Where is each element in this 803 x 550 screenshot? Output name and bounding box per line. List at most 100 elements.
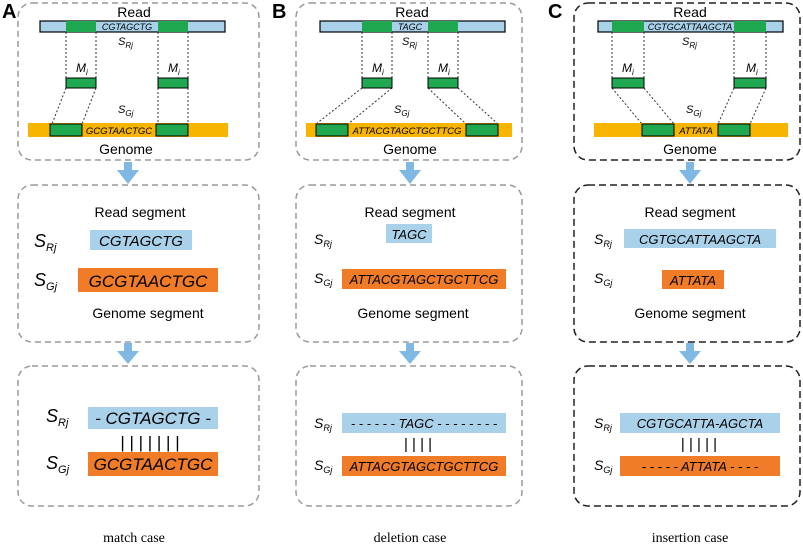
panel-b-middle-box	[295, 184, 523, 343]
panel-c-top-box	[573, 2, 801, 161]
aligned-genome-box	[342, 456, 506, 476]
genome-label: Genome	[99, 141, 153, 157]
genome-segment-label: Genome segment	[92, 305, 203, 321]
genome-segment-label: Genome segment	[357, 305, 468, 321]
m-label-right: Mi	[438, 61, 450, 77]
read-label: Read	[395, 4, 428, 20]
anchor-mi-left	[361, 77, 393, 89]
caption-deletion: deletion case	[374, 531, 447, 546]
down-arrow-1	[399, 162, 421, 184]
caption-insertion: insertion case	[652, 531, 729, 546]
panel-letter-b: B	[272, 1, 286, 23]
s-rj-symbol: SRj	[402, 36, 417, 50]
m-label-right: Mi	[168, 61, 180, 77]
caption-match: match case	[103, 531, 165, 546]
genome-segment-box	[662, 270, 724, 289]
down-arrow-1	[117, 162, 139, 184]
anchor-mi-left	[611, 77, 645, 89]
genome-segment-seq: ATTATA	[669, 273, 716, 288]
read-bar	[39, 20, 226, 33]
anchor-mi-right	[733, 77, 767, 89]
read-segment-seq: CGTAGCTG	[99, 233, 183, 250]
alignment-bars: | | | | |	[681, 436, 717, 453]
read-segment-seq: CGTGCATTAAGCTA	[639, 232, 761, 247]
panel-b-bottom-box	[295, 365, 523, 507]
genome-anchor-left	[49, 123, 83, 137]
read-seq: CGTGCATTAAGCTA	[648, 22, 733, 32]
m-label-left: Mi	[372, 61, 384, 77]
read-segment-seq: TAGC	[391, 227, 427, 242]
read-segment-box	[624, 229, 776, 248]
aligned-genome-seq: ATTACGTAGCTGCTTCG	[349, 459, 499, 474]
s-gj-symbol: SGj	[394, 104, 410, 118]
read-anchor-left	[362, 21, 392, 32]
s-gj-bottom: SGj	[46, 453, 70, 476]
anchor-mi-right	[427, 77, 459, 89]
s-gj-symbol: SGj	[686, 104, 702, 118]
read-segment-label: Read segment	[94, 204, 185, 220]
m-label-right: Mi	[746, 61, 758, 77]
read-label: Read	[117, 4, 150, 20]
m-label-left: Mi	[622, 61, 634, 77]
panel-c-bottom-box	[573, 365, 801, 507]
genome-segment-seq: GCGTAACTGC	[89, 272, 208, 291]
m-label-left: Mi	[76, 61, 88, 77]
s-gj-middle: SGj	[594, 270, 613, 288]
genome-seq: ATTACGTAGCTGCTTCG	[352, 126, 462, 137]
panel-a: A Read CGTAGCTG SRj Mi Mi SGj GCGTAACTGC…	[2, 1, 260, 546]
anchor-mi-left	[65, 77, 97, 89]
s-gj-bottom: SGj	[594, 457, 613, 475]
panel-b-top-box	[295, 2, 523, 161]
s-rj-symbol: SRj	[682, 36, 697, 50]
panel-b: B Read TAGC SRj Mi Mi SGj ATTACGTAGCTGCT…	[272, 1, 523, 546]
down-arrow-1	[679, 162, 701, 184]
s-gj-symbol: SGj	[118, 104, 134, 118]
panel-a-bottom-box	[17, 365, 260, 507]
down-arrow-2	[679, 343, 701, 364]
down-arrow-2	[399, 343, 421, 364]
read-segment-box	[90, 230, 192, 250]
read-anchor-right	[428, 21, 458, 32]
read-anchor-right	[158, 21, 188, 32]
read-segment-label: Read segment	[364, 204, 455, 220]
s-rj-symbol: SRj	[118, 36, 133, 50]
genome-bar	[306, 123, 512, 137]
panel-a-top-box	[17, 2, 260, 161]
panel-c-middle-box	[573, 184, 801, 343]
s-gj-middle: SGj	[314, 270, 333, 288]
read-anchor-left	[612, 21, 644, 32]
connector-lines	[51, 32, 189, 125]
aligned-read-seq: - CGTAGCTG -	[95, 409, 211, 428]
s-rj-bottom: SRj	[46, 406, 69, 429]
genome-segment-box	[78, 268, 218, 292]
s-rj-bottom: SRj	[314, 415, 333, 433]
s-gj-bottom: SGj	[314, 457, 333, 475]
aligned-read-box	[88, 407, 218, 429]
read-anchor-right	[734, 21, 766, 32]
s-rj-middle: SRj	[314, 231, 333, 249]
read-bar	[319, 20, 506, 33]
s-rj-middle: SRj	[34, 231, 57, 254]
genome-label: Genome	[663, 141, 717, 157]
read-label: Read	[673, 4, 706, 20]
aligned-genome-seq: GCGTAACTGC	[94, 455, 213, 474]
read-segment-box	[386, 224, 432, 243]
aligned-genome-box	[620, 456, 780, 476]
read-seq: CGTAGCTG	[102, 22, 152, 32]
read-anchor-left	[66, 21, 96, 32]
alignment-bars: | | | | | | |	[120, 433, 179, 452]
genome-segment-label: Genome segment	[634, 305, 745, 321]
s-rj-bottom: SRj	[594, 415, 613, 433]
read-bar	[597, 20, 784, 33]
panel-letter-c: C	[548, 1, 562, 23]
aligned-read-seq: - - - - - - TAGC - - - - - - - -	[351, 416, 498, 431]
genome-segment-seq: ATTACGTAGCTGCTTCG	[349, 272, 499, 287]
down-arrow-2	[117, 343, 139, 364]
genome-label: Genome	[383, 141, 437, 157]
panel-a-middle-box	[17, 184, 260, 343]
s-gj-middle: SGj	[34, 270, 58, 293]
genome-anchor-right	[155, 123, 189, 137]
genome-segment-box	[342, 269, 506, 289]
panel-letter-a: A	[2, 1, 16, 23]
aligned-read-seq: CGTGCATTA-AGCTA	[637, 416, 763, 431]
